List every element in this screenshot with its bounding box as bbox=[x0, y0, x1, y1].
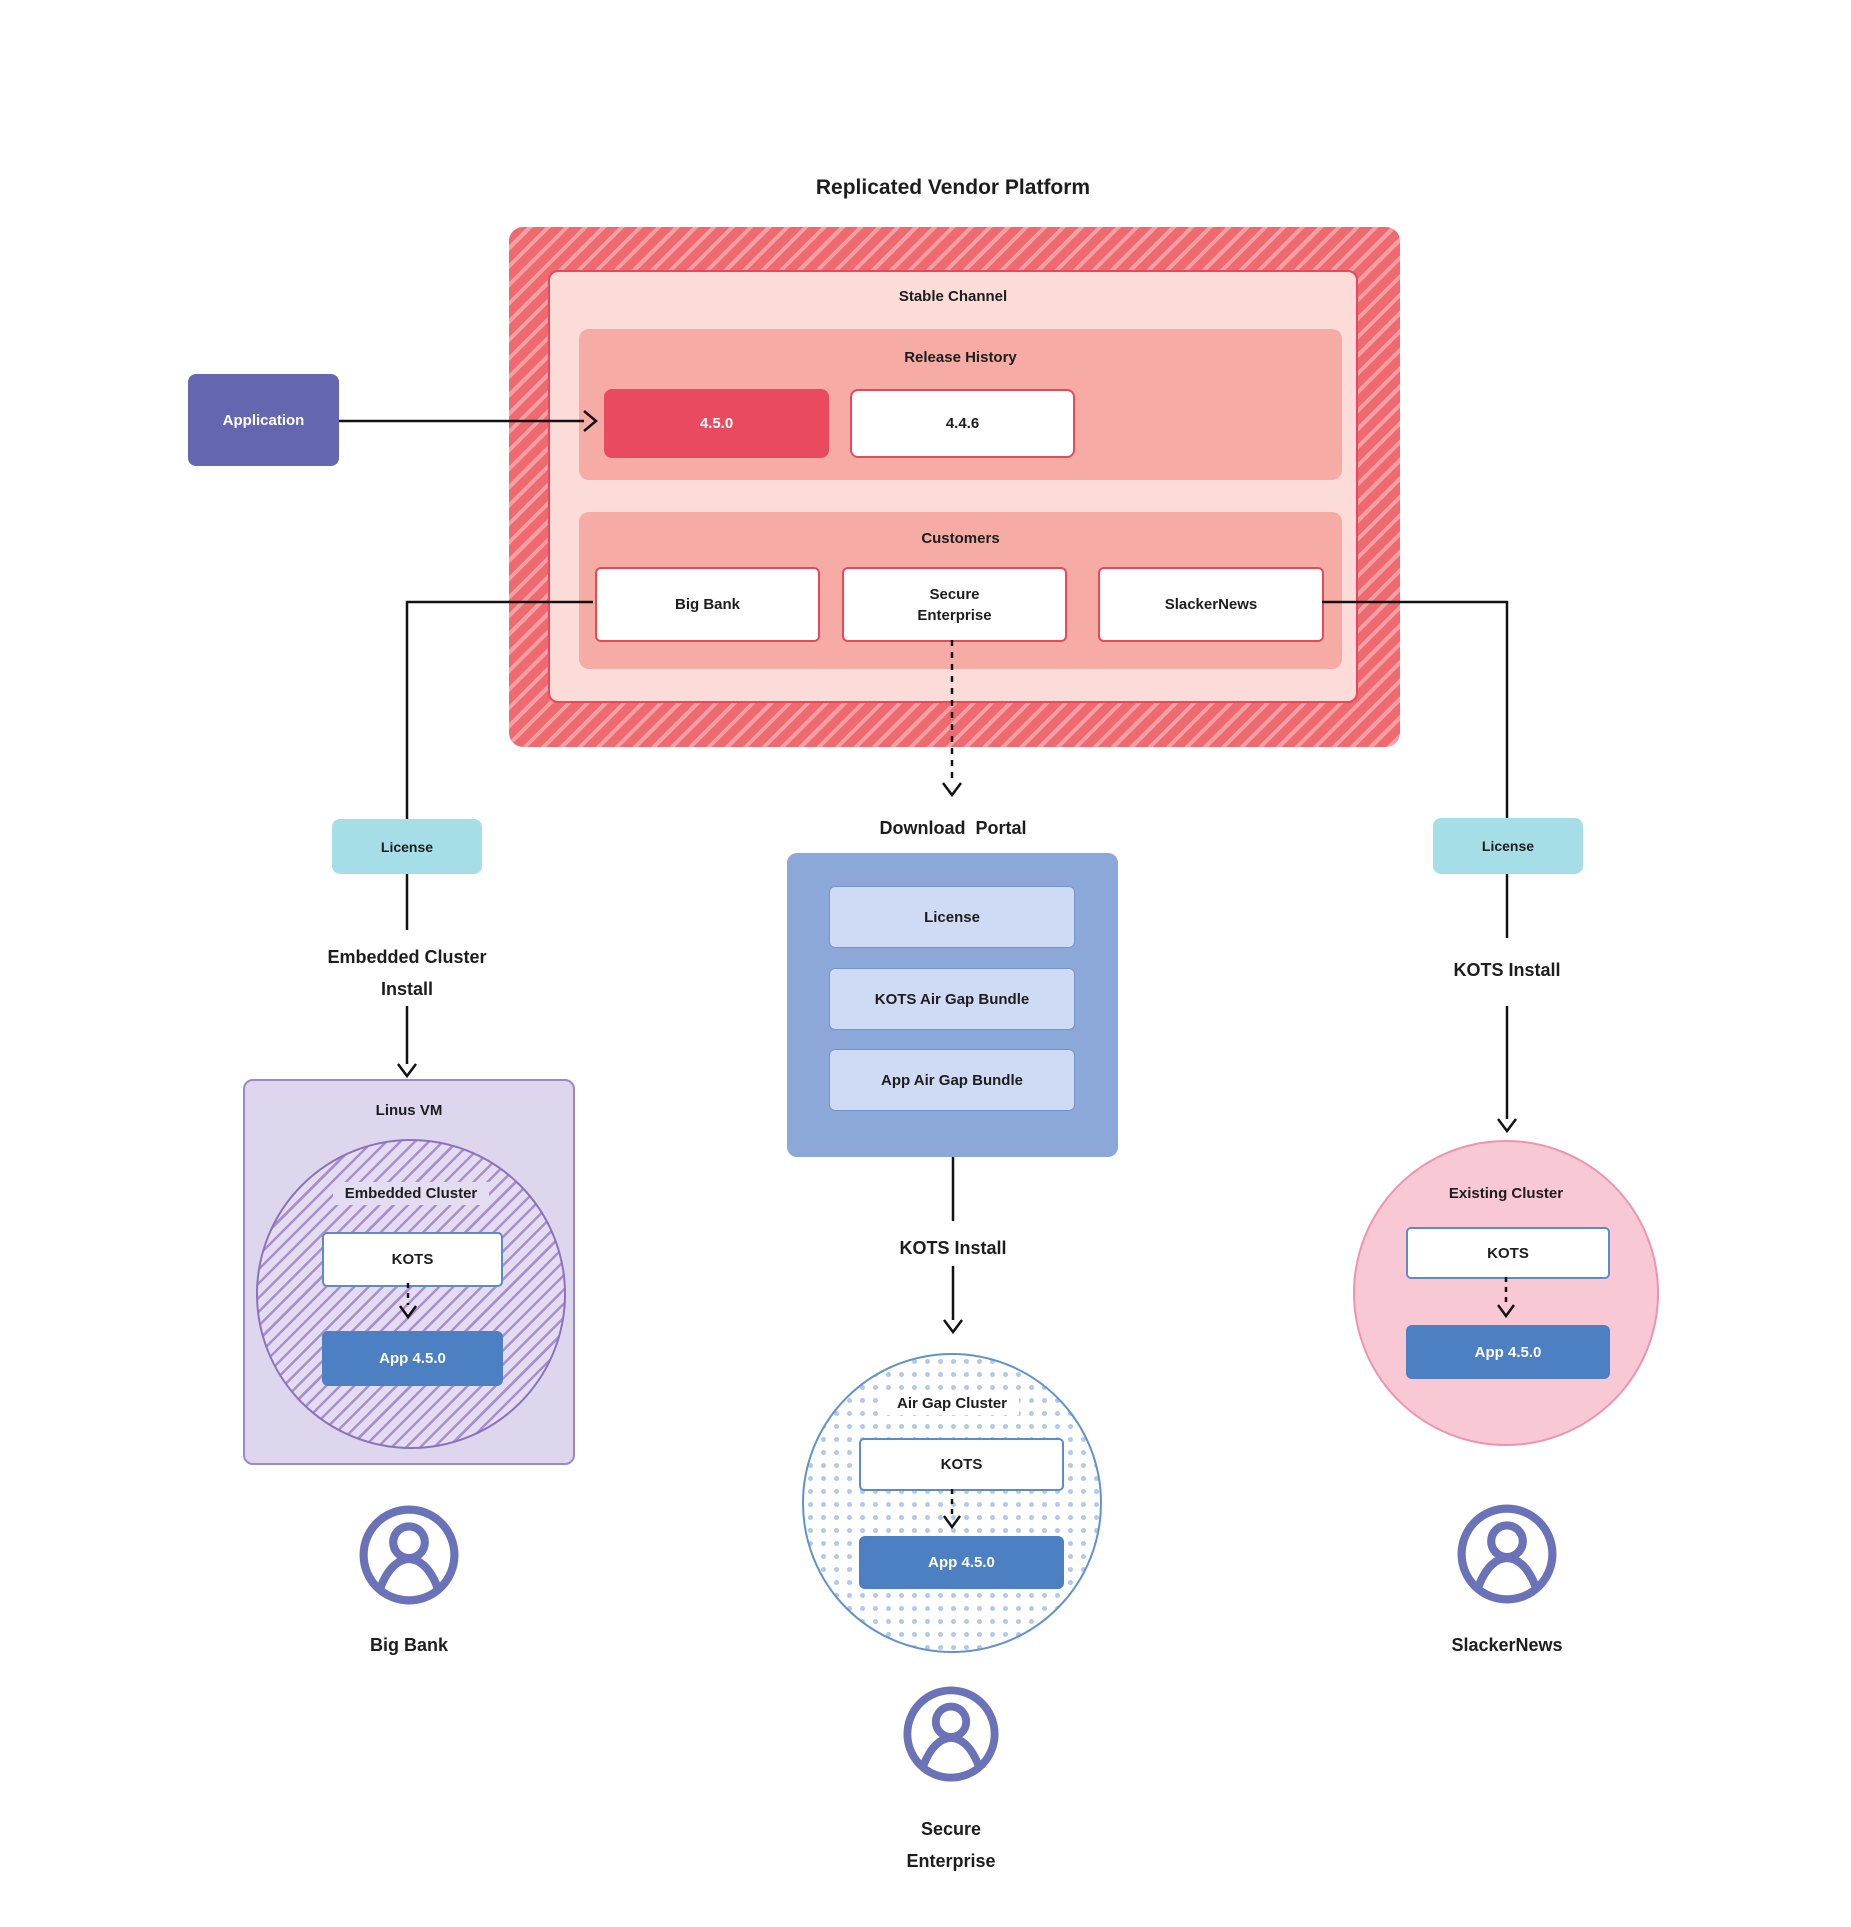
stable-channel-box: Stable Channel Release History 4.5.0 4.4… bbox=[548, 270, 1358, 703]
customers-label: Customers bbox=[921, 530, 1000, 547]
app-box-left-label: App 4.5.0 bbox=[379, 1350, 446, 1367]
download-portal-title: Download Portal bbox=[879, 818, 1027, 838]
license-badge-left-label: License bbox=[380, 838, 434, 855]
release-4-5-0: 4.5.0 bbox=[604, 389, 829, 458]
app-box-right-label: App 4.5.0 bbox=[1474, 1343, 1542, 1361]
application-box: Application bbox=[188, 374, 339, 466]
kots-box-center: KOTS bbox=[859, 1438, 1064, 1491]
existing-cluster-label: Existing Cluster bbox=[1448, 1185, 1564, 1202]
portal-item-kots-airgap-bundle-label: KOTS Air Gap Bundle bbox=[874, 990, 1030, 1008]
customer-slackernews: SlackerNews bbox=[1098, 567, 1324, 642]
arrowhead-existing bbox=[1497, 1118, 1517, 1134]
app-box-right: App 4.5.0 bbox=[1406, 1325, 1610, 1379]
portal-item-license: License bbox=[829, 886, 1075, 948]
application-label: Application bbox=[222, 411, 305, 429]
linus-vm-label: Linus VM bbox=[375, 1102, 443, 1119]
kots-install-label-center: KOTS Install bbox=[899, 1238, 1007, 1258]
release-4-4-6: 4.4.6 bbox=[850, 389, 1075, 458]
air-gap-cluster-label-row: Air Gap Cluster bbox=[804, 1392, 1100, 1415]
customer-secure-enterprise-label: Secure Enterprise bbox=[917, 585, 992, 624]
stable-channel-label: Stable Channel bbox=[898, 288, 1008, 305]
release-history-label: Release History bbox=[904, 349, 1017, 366]
license-badge-right: License bbox=[1433, 818, 1583, 874]
customer-big-bank: Big Bank bbox=[595, 567, 820, 642]
portal-item-app-airgap-bundle: App Air Gap Bundle bbox=[829, 1049, 1075, 1111]
portal-item-app-airgap-bundle-label: App Air Gap Bundle bbox=[881, 1071, 1023, 1089]
big-bank-user-icon bbox=[359, 1505, 459, 1605]
arrowhead-linusvm bbox=[397, 1063, 417, 1079]
app-box-center-label: App 4.5.0 bbox=[928, 1554, 995, 1571]
linus-vm-box: Linus VM Embedded Cluster KOTS App 4.5.0 bbox=[243, 1079, 575, 1465]
diagram-title: Replicated Vendor Platform bbox=[815, 176, 1091, 199]
embedded-cluster-circle: Embedded Cluster KOTS App 4.5.0 bbox=[256, 1139, 566, 1449]
arrowhead-airgap bbox=[943, 1319, 963, 1335]
embedded-cluster-label-row: Embedded Cluster bbox=[258, 1182, 564, 1205]
customer-slackernews-label: SlackerNews bbox=[1164, 596, 1258, 613]
slackernews-user-icon bbox=[1457, 1504, 1557, 1604]
vendor-platform-box: Stable Channel Release History 4.5.0 4.4… bbox=[509, 227, 1400, 747]
download-portal-box: License KOTS Air Gap Bundle App Air Gap … bbox=[787, 853, 1118, 1157]
embedded-cluster-install-label: Embedded Cluster Install bbox=[327, 947, 487, 999]
license-badge-left: License bbox=[332, 819, 482, 874]
big-bank-persona-label: Big Bank bbox=[369, 1635, 448, 1655]
embedded-cluster-label: Embedded Cluster bbox=[332, 1182, 490, 1205]
arrowhead-portal bbox=[942, 782, 962, 798]
release-4-4-6-label: 4.4.6 bbox=[945, 415, 980, 432]
existing-cluster-label-row: Existing Cluster bbox=[1355, 1182, 1657, 1205]
existing-cluster-circle: Existing Cluster KOTS App 4.5.0 bbox=[1353, 1140, 1659, 1446]
secure-enterprise-user-icon bbox=[903, 1686, 999, 1782]
app-box-center: App 4.5.0 bbox=[859, 1536, 1064, 1589]
kots-box-right: KOTS bbox=[1406, 1227, 1610, 1279]
license-badge-right-label: License bbox=[1481, 838, 1535, 854]
app-box-left: App 4.5.0 bbox=[322, 1331, 503, 1386]
slackernews-persona-label: SlackerNews bbox=[1451, 1635, 1563, 1655]
release-history-box: Release History 4.5.0 4.4.6 bbox=[579, 329, 1342, 480]
release-4-5-0-label: 4.5.0 bbox=[699, 415, 734, 432]
kots-box-center-label: KOTS bbox=[940, 1456, 983, 1473]
portal-item-license-label: License bbox=[924, 908, 980, 926]
customer-secure-enterprise: Secure Enterprise bbox=[842, 567, 1067, 642]
kots-box-left-label: KOTS bbox=[391, 1251, 434, 1268]
secure-enterprise-persona-label: Secure Enterprise bbox=[906, 1819, 996, 1871]
customers-box: Customers Big Bank Secure Enterprise Sla… bbox=[579, 512, 1342, 669]
air-gap-cluster-label: Air Gap Cluster bbox=[884, 1392, 1020, 1415]
kots-install-label-right: KOTS Install bbox=[1453, 960, 1561, 980]
air-gap-cluster-circle: Air Gap Cluster KOTS App 4.5.0 bbox=[802, 1353, 1102, 1653]
kots-box-right-label: KOTS bbox=[1487, 1244, 1529, 1262]
customer-big-bank-label: Big Bank bbox=[674, 596, 740, 613]
portal-item-kots-airgap-bundle: KOTS Air Gap Bundle bbox=[829, 968, 1075, 1030]
kots-box-left: KOTS bbox=[322, 1232, 503, 1287]
